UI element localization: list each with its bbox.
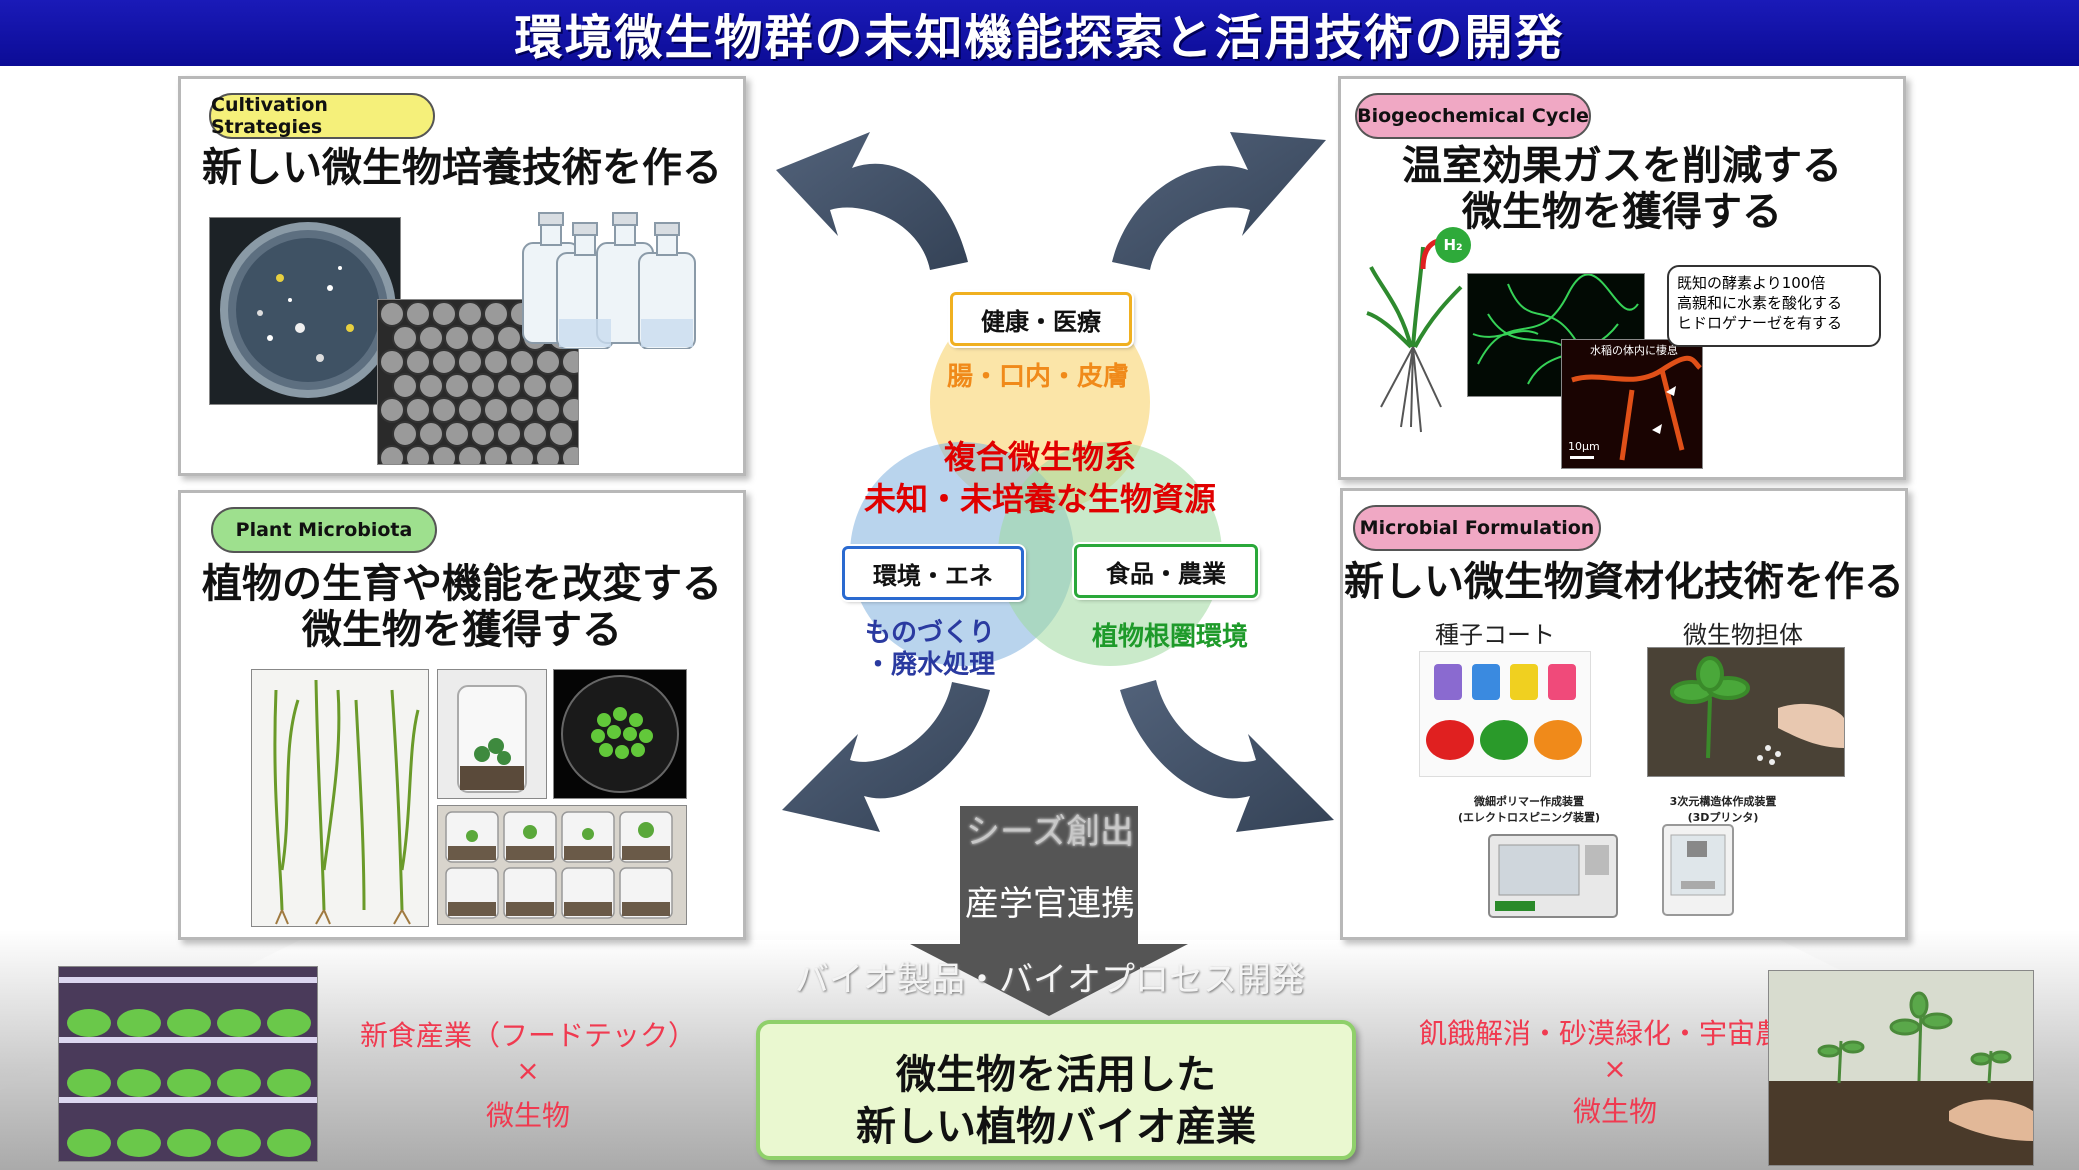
food-label: 食品・農業 [1074, 544, 1258, 598]
food-sub: 植物根圏環境 [1091, 622, 1248, 652]
seed-coat-photo [1419, 651, 1591, 777]
core-line1: 複合微生物系 [943, 438, 1136, 476]
rice-seedlings-photo [251, 669, 429, 927]
tag-plant-microbiota: Plant Microbiota [211, 507, 437, 553]
flow-step1: シーズ創出 [965, 812, 1135, 852]
device2-line2: (3Dプリンタ) [1687, 811, 1759, 824]
culture-bottles-illustration [522, 212, 696, 349]
bottom-right-line3: 微生物 [1572, 1095, 1657, 1128]
health-label: 健康・医療 [950, 292, 1132, 346]
carrier-photo [1647, 647, 1845, 777]
bottom-left-line1: 新食産業（フードテック） [359, 1019, 696, 1052]
panel-title-line1-plant: 植物の生育や機能を改変する [202, 561, 722, 607]
flow-step3: バイオ製品・バイオプロセス開発 [795, 960, 1305, 1000]
jar-array-photo [437, 805, 687, 925]
bottom-left-line2: × [516, 1054, 540, 1087]
page-title-banner: 環境微生物群の未知機能探索と活用技術の開発 [0, 0, 2079, 66]
panel-title-cultivation: 新しい微生物培養技術を作る [202, 145, 722, 191]
petri-dish-photo [209, 217, 401, 405]
panel-title-line1-biogeochemical: 温室効果ガスを削減する [1402, 143, 1842, 189]
red-fluorescence-photo: 水稲の体内に棲息 10μm [1561, 339, 1703, 469]
panel-biogeochemical: Biogeochemical Cycle 温室効果ガスを削減する 微生物を獲得す… [1338, 76, 1906, 480]
core-line2: 未知・未培養な生物資源 [863, 480, 1216, 518]
device2-caption: 3次元構造体作成装置 (3Dプリンタ) [1643, 793, 1803, 825]
scale-bar-label: 10μm [1568, 440, 1600, 453]
callout-line1: 既知の酵素より100倍 [1677, 274, 1826, 292]
callout-line3: ヒドロゲナーゼを有する [1677, 314, 1843, 332]
device2-line1: 3次元構造体作成装置 [1669, 795, 1777, 808]
vertical-farm-photo [58, 966, 318, 1162]
tag-cultivation: Cultivation Strategies [209, 93, 435, 139]
environment-sub-line2: ・廃水処理 [864, 650, 995, 680]
panel-microbial-formulation: Microbial Formulation 新しい微生物資材化技術を作る 種子コ… [1340, 488, 1908, 940]
result-box: 微生物を活用した 新しい植物バイオ産業 [756, 1020, 1356, 1160]
arrow-to-biogeochemical [1112, 132, 1326, 270]
bottom-right-line1: 飢餓解消・砂漠緑化・宇宙農業 [1418, 1017, 1811, 1050]
health-sub: 腸・口内・皮膚 [946, 362, 1129, 392]
hydrogenase-callout: 既知の酵素より100倍 高親和に水素を酸化する ヒドロゲナーゼを有する [1667, 265, 1881, 347]
result-line1: 微生物を活用した [896, 1052, 1216, 1098]
growth-jar-photo [437, 669, 547, 799]
greenhouse-seedlings-photo [1768, 970, 2034, 1166]
micro-label: 水稲の体内に棲息 [1590, 344, 1678, 357]
panel-title-line2-plant: 微生物を獲得する [302, 607, 622, 653]
panel-title-line2-biogeochemical: 微生物を獲得する [1462, 189, 1782, 235]
seed-coat-label: 種子コート [1435, 621, 1555, 649]
arrow-to-plant-microbiota [782, 682, 990, 832]
h2-badge: H₂ [1435, 227, 1471, 263]
panel-title-formulation: 新しい微生物資材化技術を作る [1344, 559, 1904, 605]
flow-step2: 産学官連携 [965, 884, 1135, 924]
electrospinning-device-illustration [1488, 834, 1618, 918]
carrier-label: 微生物担体 [1683, 621, 1803, 649]
down-flow-arrow [910, 806, 1188, 1016]
result-line2: 新しい植物バイオ産業 [856, 1104, 1256, 1150]
arrow-to-cultivation [776, 132, 968, 270]
3d-printer-illustration [1662, 824, 1734, 916]
environment-label: 環境・エネ [842, 546, 1024, 600]
petri-seedlings-photo [553, 669, 687, 799]
page-title: 環境微生物群の未知機能探索と活用技術の開発 [514, 10, 1565, 66]
bottom-left-line3: 微生物 [485, 1099, 570, 1132]
tag-microbial-formulation: Microbial Formulation [1353, 505, 1601, 551]
panel-plant-microbiota: Plant Microbiota 植物の生育や機能を改変する 微生物を獲得する [178, 490, 746, 940]
device1-line1: 微細ポリマー作成装置 [1474, 795, 1584, 808]
bottom-right-line2: × [1603, 1052, 1627, 1085]
tag-biogeochemical: Biogeochemical Cycle [1355, 93, 1591, 139]
device1-caption: 微細ポリマー作成装置 (エレクトロスピニング装置) [1449, 793, 1609, 825]
environment-sub-line1: ものづくり [864, 618, 995, 648]
arrow-to-formulation [1120, 680, 1334, 832]
panel-cultivation: Cultivation Strategies 新しい微生物培養技術を作る [178, 76, 746, 476]
callout-line2: 高親和に水素を酸化する [1677, 294, 1843, 312]
device1-line2: (エレクトロスピニング装置) [1457, 811, 1601, 824]
